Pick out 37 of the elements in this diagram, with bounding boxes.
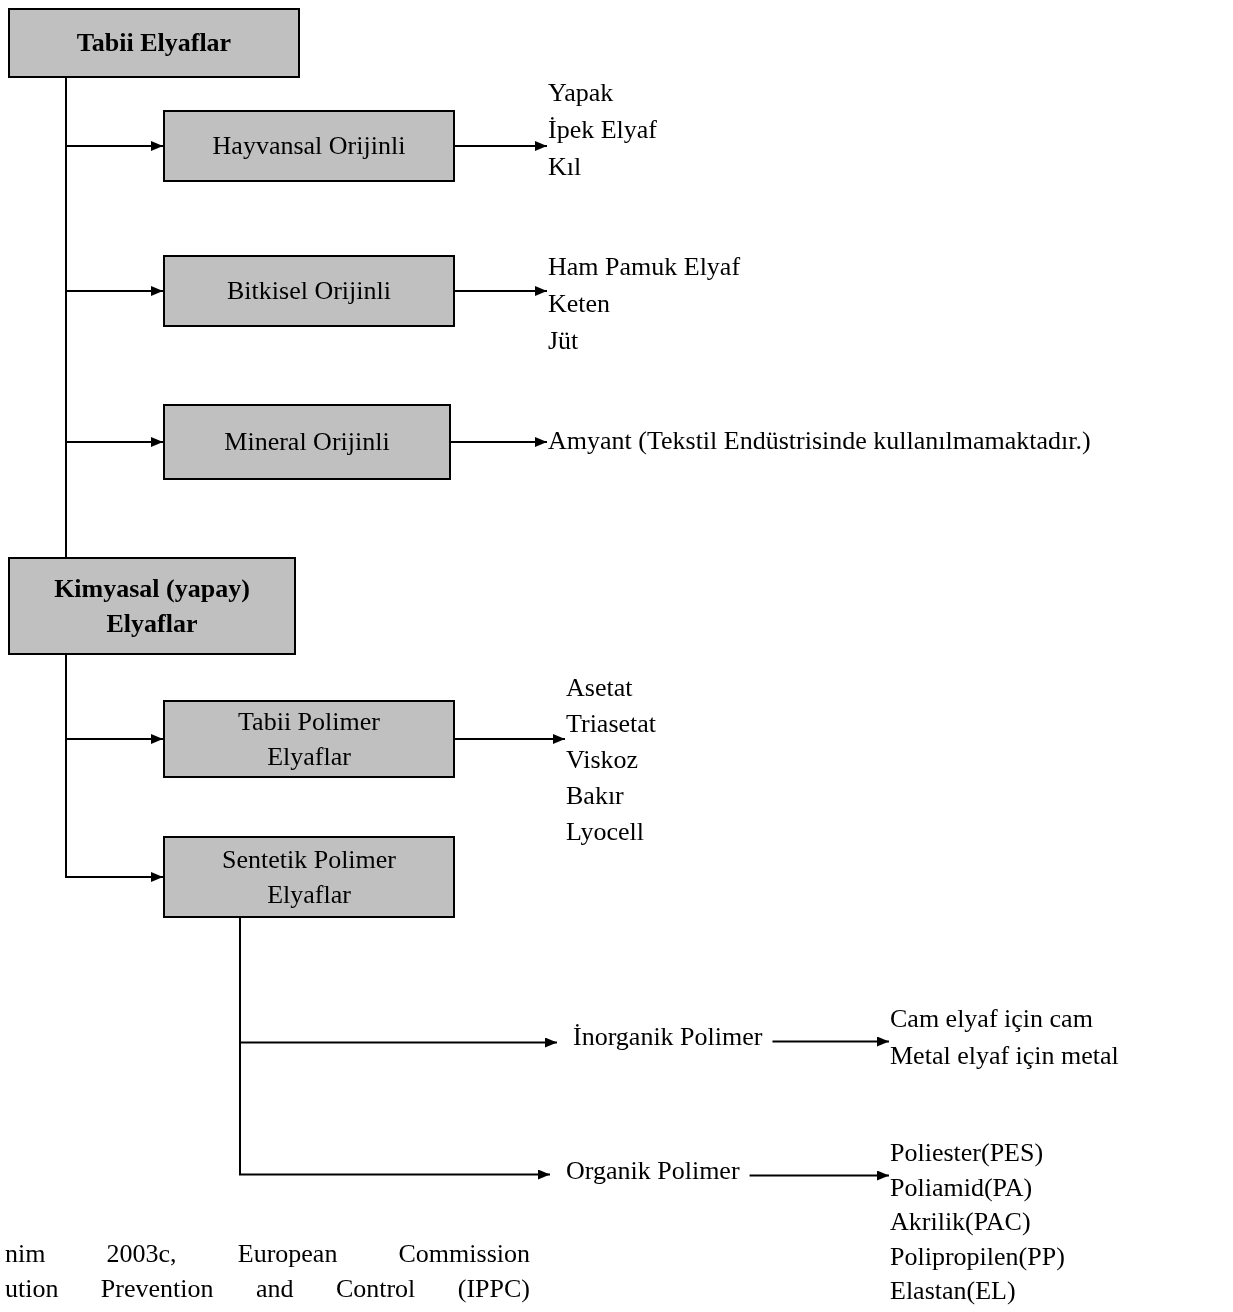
source-note: nim 2003c, European Commission [5, 1238, 530, 1270]
category-label: Amyant (Tekstil Endüstrisinde kullanılmamaktadır.) [548, 425, 1091, 457]
list-item: Poliamid(PA) [890, 1171, 1033, 1204]
list-item: Elastan(EL) [890, 1275, 1016, 1307]
list-item: Akrilik(PAC) [890, 1206, 1031, 1238]
list-item: Ham Pamuk Elyaf [548, 251, 741, 283]
list-item: Bakır [566, 780, 624, 812]
list-item: Keten [548, 288, 611, 320]
arrow [450, 437, 548, 447]
list-item: Cam elyaf için cam [890, 1003, 1093, 1035]
list-item: Asetat [566, 672, 633, 704]
arrow [454, 734, 566, 744]
category-box: Tabii Elyaflar [8, 8, 300, 78]
list-item: Jüt [548, 325, 579, 357]
list-item: Kıl [548, 151, 582, 183]
list-item: Lyocell [566, 816, 644, 848]
source-note: ution Prevention and Control (IPPC) [5, 1273, 530, 1305]
category-label: Organik Polimer [566, 1155, 740, 1187]
category-box: Sentetik Polimer Elyaflar [163, 836, 455, 918]
arrow [771, 1036, 890, 1047]
list-item: Yapak [548, 77, 614, 109]
category-box: Mineral Orijinli [163, 404, 451, 480]
category-box: Tabii Polimer Elyaflar [163, 700, 455, 778]
arrow [65, 654, 164, 882]
category-box: Hayvansal Orijinli [163, 110, 455, 182]
category-box: Bitkisel Orijinli [163, 255, 455, 327]
list-item: Poliester(PES) [890, 1137, 1044, 1169]
arrow [454, 286, 548, 296]
list-item: Polipropilen(PP) [890, 1240, 1065, 1273]
list-item: Viskoz [566, 744, 639, 776]
category-box: Kimyasal (yapay) Elyaflar [8, 557, 296, 655]
list-item: Triasetat [566, 708, 657, 740]
arrow [748, 1170, 890, 1181]
list-item: Metal elyaf için metal [890, 1040, 1119, 1072]
list-item: İpek Elyaf [548, 114, 657, 146]
arrow [454, 141, 548, 151]
category-label: İnorganik Polimer [573, 1021, 763, 1053]
